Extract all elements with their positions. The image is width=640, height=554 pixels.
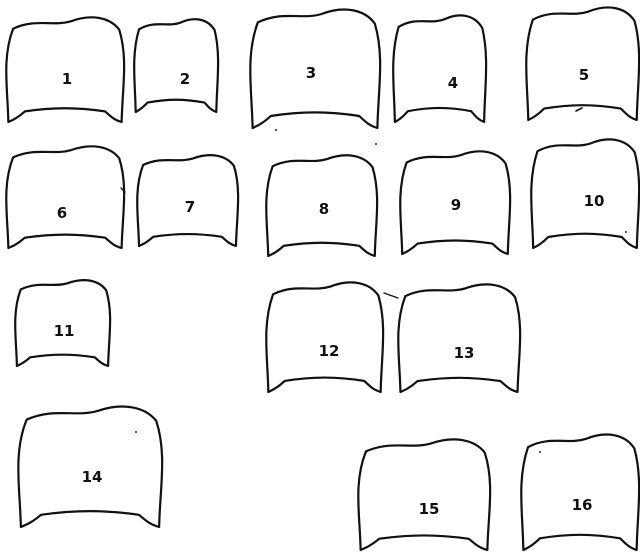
shape-label-5: 5	[579, 66, 589, 84]
stray-mark	[576, 108, 582, 111]
speck	[625, 231, 627, 233]
stray-mark	[384, 293, 398, 298]
crown-outline-2	[134, 19, 218, 112]
crown-outline-6	[6, 146, 124, 248]
speck	[539, 451, 541, 453]
crown-outline-4	[393, 15, 486, 122]
shape-label-14: 14	[82, 468, 103, 486]
shape-label-16: 16	[572, 496, 593, 514]
shape-label-6: 6	[57, 204, 67, 222]
shape-label-2: 2	[180, 70, 190, 88]
speck	[375, 143, 377, 145]
shape-label-4: 4	[448, 74, 458, 92]
shape-label-12: 12	[319, 342, 340, 360]
shape-label-13: 13	[454, 344, 475, 362]
speck	[135, 431, 137, 433]
crown-outline-14	[18, 407, 162, 527]
shape-label-11: 11	[54, 322, 75, 340]
crown-outline-13	[398, 284, 520, 392]
crown-outline-15	[358, 439, 490, 550]
shape-label-7: 7	[185, 198, 195, 216]
labels-group: 1 2 3 4 5 6 7 8 9 10 11 12 13 14 15 16	[54, 64, 605, 518]
shape-label-1: 1	[62, 70, 72, 88]
crown-outline-12	[266, 282, 383, 392]
shape-label-10: 10	[584, 192, 605, 210]
speck	[275, 129, 277, 131]
shape-label-9: 9	[451, 196, 461, 214]
scan-specks	[121, 108, 627, 453]
shape-label-8: 8	[319, 200, 329, 218]
shape-label-15: 15	[419, 500, 440, 518]
crown-outline-5	[526, 7, 639, 120]
shape-label-3: 3	[306, 64, 316, 82]
crown-outline-16	[521, 434, 639, 550]
